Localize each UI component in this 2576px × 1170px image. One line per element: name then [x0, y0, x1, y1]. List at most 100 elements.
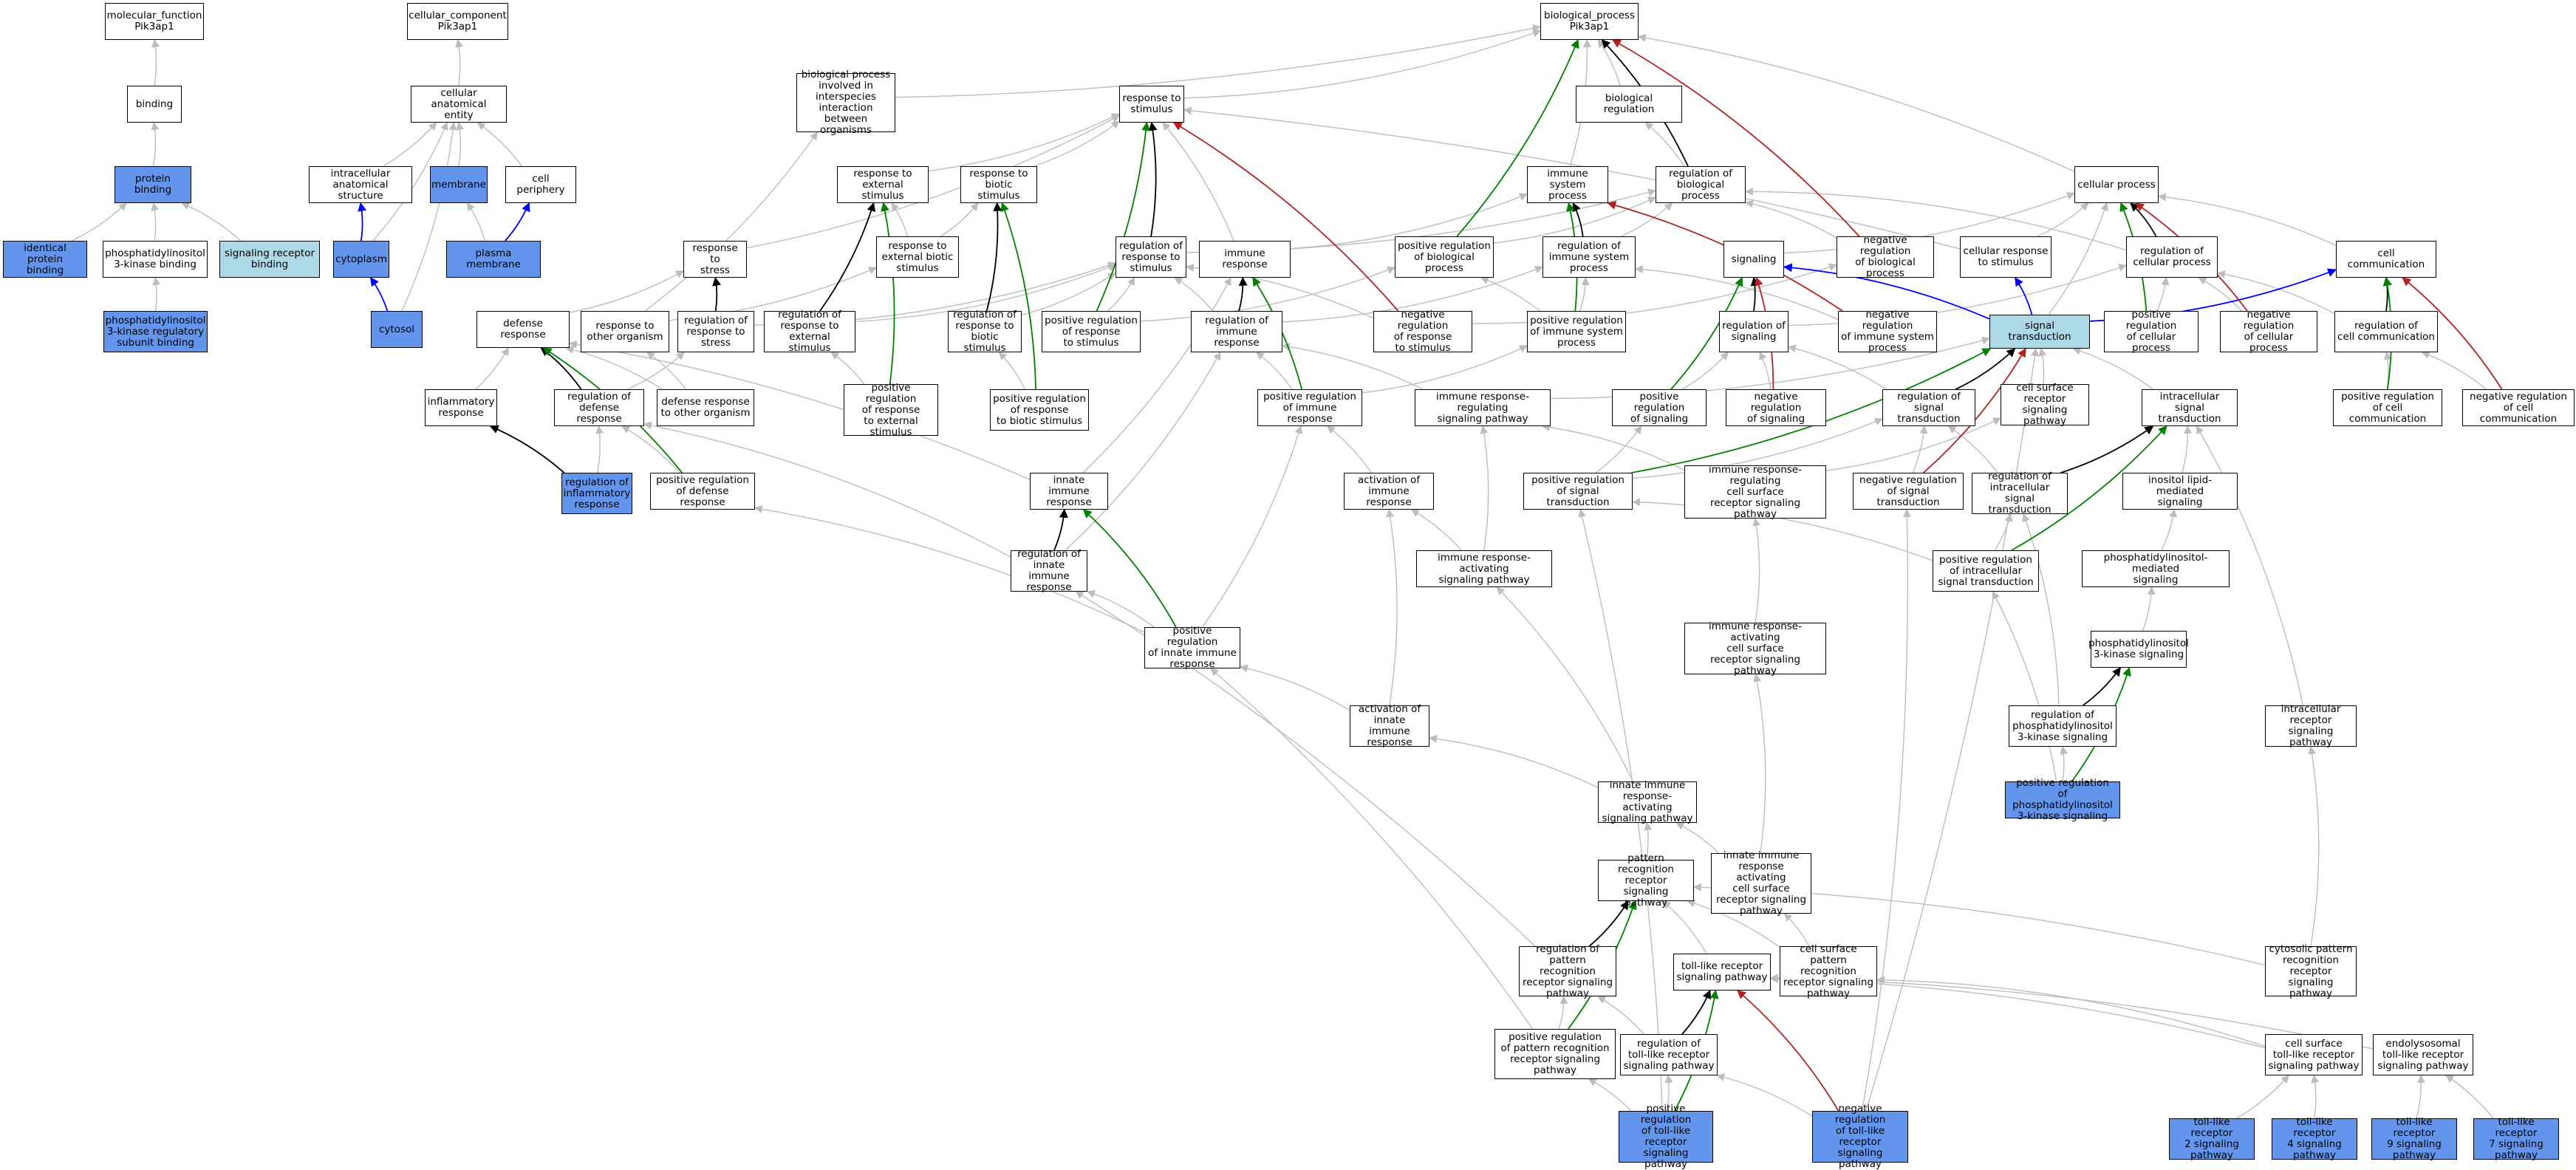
go-term-negative-regulation-of-cell-communication[interactable]: negative regulation of cell communicatio… [2462, 389, 2575, 426]
go-term-regulation-of-immune-system-process[interactable]: regulation of immune system process [1542, 236, 1636, 278]
go-term-positive-regulation-of-tlr-signaling[interactable]: positive regulation of toll-like recepto… [1619, 1104, 1713, 1170]
go-term-tlr7-signaling[interactable]: toll-like receptor 7 signaling pathway [2473, 1117, 2559, 1161]
go-term-response-to-other-organism[interactable]: response to other organism [581, 311, 669, 352]
go-term-cell-surface-prr-signaling[interactable]: cell surface pattern recognition recepto… [1780, 943, 1877, 999]
go-term-defense-response-to-other-organism[interactable]: defense response to other organism [657, 389, 754, 426]
go-term-negative-regulation-of-signaling[interactable]: negative regulation of signaling [1726, 389, 1826, 426]
go-term-immune-system-process[interactable]: immune system process [1527, 166, 1608, 203]
go-term-positive-regulation-of-cell-communication[interactable]: positive regulation of cell communicatio… [2333, 389, 2442, 426]
go-term-regulation-of-cellular-process[interactable]: regulation of cellular process [2126, 236, 2218, 278]
go-term-negative-regulation-of-tlr-signaling[interactable]: negative regulation of toll-like recepto… [1812, 1104, 1908, 1170]
go-term-cellular-anatomical-entity[interactable]: cellular anatomical entity [411, 86, 507, 123]
go-term-response-to-stimulus[interactable]: response to stimulus [1119, 86, 1184, 123]
go-term-innate-immune-response[interactable]: innate immune response [1030, 473, 1108, 510]
go-term-regulation-of-pi3k-signaling[interactable]: regulation of phosphatidylinositol 3-kin… [2009, 705, 2117, 747]
go-term-response-to-external-biotic[interactable]: response to external biotic stimulus [876, 236, 959, 278]
go-term-negative-regulation-of-cellular-process[interactable]: negative regulation of cellular process [2220, 309, 2317, 354]
go-term-intracellular-signal-transduction[interactable]: intracellular signal transduction [2142, 389, 2238, 426]
go-term-plasma-membrane[interactable]: plasma membrane [446, 241, 541, 278]
go-term-bp-root[interactable]: biological_process Pik3ap1 [1540, 3, 1639, 40]
go-term-regulation-of-innate-immune-response[interactable]: regulation of innate immune response [1011, 549, 1087, 593]
go-term-cytoplasm[interactable]: cytoplasm [333, 241, 389, 278]
go-term-immune-response-activating-signaling-pathway[interactable]: immune response-activating signaling pat… [1416, 550, 1552, 587]
go-term-tlr4-signaling[interactable]: toll-like receptor 4 signaling pathway [2272, 1117, 2357, 1161]
go-term-activation-of-innate-immune-response[interactable]: activation of innate immune response [1350, 704, 1429, 748]
go-term-immune-response-activating-cell-surface[interactable]: immune response-activating cell surface … [1684, 620, 1826, 676]
go-term-negative-regulation-of-response-to-stimulus[interactable]: negative regulation of response to stimu… [1373, 309, 1472, 354]
go-term-inflammatory-response[interactable]: inflammatory response [425, 389, 497, 426]
go-term-cell-communication[interactable]: cell communication [2336, 241, 2436, 278]
go-term-pi3k-signaling[interactable]: phosphatidylinositol 3-kinase signaling [2088, 631, 2189, 668]
go-term-innate-immune-response-activating-signaling[interactable]: innate immune response-activating signal… [1598, 780, 1697, 824]
go-term-cellular-process[interactable]: cellular process [2074, 166, 2159, 203]
go-term-regulation-of-response-to-biotic-stimulus[interactable]: regulation of response to biotic stimulu… [948, 309, 1022, 354]
go-term-positive-regulation-of-pi3k-signaling[interactable]: positive regulation of phosphatidylinosi… [2005, 778, 2120, 822]
go-term-positive-regulation-of-intracellular-signal-transduction[interactable]: positive regulation of intracellular sig… [1933, 550, 2039, 592]
go-term-intracellular-structure[interactable]: intracellular anatomical structure [309, 166, 412, 203]
go-term-identical-protein-binding[interactable]: identical protein binding [3, 241, 87, 278]
go-term-binding[interactable]: binding [127, 86, 182, 123]
go-term-positive-regulation-of-signal-transduction[interactable]: positive regulation of signal transducti… [1523, 473, 1633, 510]
go-term-membrane[interactable]: membrane [430, 166, 488, 203]
go-term-positive-regulation-of-response-to-external-stimulus[interactable]: positive regulation of response to exter… [844, 382, 938, 437]
go-term-positive-regulation-of-prr-signaling[interactable]: positive regulation of pattern recogniti… [1494, 1029, 1616, 1079]
go-term-immune-response[interactable]: immune response [1199, 241, 1291, 278]
go-term-cytosolic-prr-signaling[interactable]: cytosolic pattern recognition receptor s… [2265, 943, 2357, 999]
go-term-cell-surface-receptor-signaling-pathway[interactable]: cell surface receptor signaling pathway [2001, 383, 2089, 427]
go-term-regulation-of-prr-signaling[interactable]: regulation of pattern recognition recept… [1519, 943, 1616, 999]
go-term-regulation-of-intracellular-signal-transduction[interactable]: regulation of intracellular signal trans… [1972, 471, 2068, 516]
go-term-positive-regulation-of-cellular-process[interactable]: positive regulation of cellular process [2104, 309, 2199, 354]
go-term-regulation-of-response-to-external-stimulus[interactable]: regulation of response to external stimu… [764, 309, 855, 354]
go-term-positive-regulation-of-innate-immune-response[interactable]: positive regulation of innate immune res… [1144, 626, 1240, 670]
go-term-response-to-biotic-stimulus[interactable]: response to biotic stimulus [960, 166, 1037, 203]
go-term-regulation-of-immune-response[interactable]: regulation of immune response [1191, 311, 1282, 352]
go-term-regulation-of-biological-process[interactable]: regulation of biological process [1656, 166, 1746, 203]
go-term-tlr9-signaling[interactable]: toll-like receptor 9 signaling pathway [2371, 1117, 2457, 1161]
go-term-regulation-of-signaling[interactable]: regulation of signaling [1719, 311, 1788, 352]
go-term-signal-transduction[interactable]: signal transduction [1989, 315, 2090, 349]
go-term-regulation-of-response-to-stimulus[interactable]: regulation of response to stimulus [1116, 236, 1186, 278]
go-term-response-to-external-stimulus[interactable]: response to external stimulus [837, 166, 929, 203]
go-term-regulation-of-response-to-stress[interactable]: regulation of response to stress [677, 311, 754, 352]
go-term-toll-like-receptor-signaling-pathway[interactable]: toll-like receptor signaling pathway [1673, 954, 1771, 991]
go-term-innate-immune-response-activating-cell-surface[interactable]: innate immune response activating cell s… [1711, 850, 1811, 917]
go-term-endolysosomal-tlr-signaling[interactable]: endolysosomal toll-like receptor signali… [2373, 1034, 2473, 1075]
go-term-bp-interspecies[interactable]: biological process involved in interspec… [796, 69, 895, 136]
go-term-pi3k-reg-subunit-binding[interactable]: phosphatidylinositol 3-kinase regulatory… [103, 311, 208, 352]
go-term-defense-response[interactable]: defense response [476, 311, 570, 348]
go-term-negative-regulation-of-signal-transduction[interactable]: negative regulation of signal transducti… [1853, 473, 1964, 510]
go-term-activation-of-immune-response[interactable]: activation of immune response [1344, 473, 1434, 510]
go-term-cell-periphery[interactable]: cell periphery [505, 166, 576, 203]
go-term-positive-regulation-of-biological-process[interactable]: positive regulation of biological proces… [1395, 236, 1494, 278]
go-term-regulation-of-cell-communication[interactable]: regulation of cell communication [2334, 311, 2438, 352]
go-term-pi3k-binding[interactable]: phosphatidylinositol 3-kinase binding [103, 241, 208, 278]
go-term-intracellular-receptor-signaling-pathway[interactable]: intracellular receptor signaling pathway [2265, 704, 2357, 748]
go-term-negative-regulation-of-immune-system-process[interactable]: negative regulation of immune system pro… [1838, 309, 1937, 354]
go-term-regulation-of-tlr-signaling[interactable]: regulation of toll-like receptor signali… [1620, 1034, 1718, 1075]
go-term-regulation-of-inflammatory-response[interactable]: regulation of inflammatory response [561, 473, 632, 514]
go-term-phosphatidylinositol-mediated-signaling[interactable]: phosphatidylinositol-mediated signaling [2082, 550, 2230, 587]
go-term-positive-regulation-of-signaling[interactable]: positive regulation of signaling [1612, 389, 1706, 426]
go-term-signaling[interactable]: signaling [1723, 241, 1784, 278]
go-term-mf-root[interactable]: molecular_function Pik3ap1 [105, 3, 204, 40]
go-term-protein-binding[interactable]: protein binding [115, 166, 191, 203]
go-term-positive-regulation-of-defense-response[interactable]: positive regulation of defense response [650, 473, 755, 510]
go-term-cellular-response-to-stimulus[interactable]: cellular response to stimulus [1960, 236, 2051, 278]
go-term-pattern-recognition-receptor-signaling-pathway[interactable]: pattern recognition receptor signaling p… [1598, 852, 1694, 908]
go-term-regulation-of-signal-transduction[interactable]: regulation of signal transduction [1882, 389, 1975, 426]
go-term-positive-regulation-of-immune-system-process[interactable]: positive regulation of immune system pro… [1527, 311, 1626, 352]
go-term-cytosol[interactable]: cytosol [371, 311, 423, 348]
go-term-biological-regulation[interactable]: biological regulation [1576, 86, 1682, 123]
go-term-positive-regulation-of-immune-response[interactable]: positive regulation of immune response [1257, 389, 1362, 426]
go-term-immune-response-regulating-cell-surface[interactable]: immune response-regulating cell surface … [1684, 464, 1826, 519]
go-term-immune-response-regulating-signaling-pathway[interactable]: immune response-regulating signaling pat… [1415, 389, 1551, 426]
go-term-cell-surface-tlr-signaling[interactable]: cell surface toll-like receptor signalin… [2265, 1034, 2363, 1075]
go-term-tlr2-signaling[interactable]: toll-like receptor 2 signaling pathway [2169, 1117, 2255, 1161]
go-term-signaling-receptor-binding[interactable]: signaling receptor binding [219, 241, 320, 278]
go-term-inositol-lipid-mediated-signaling[interactable]: inositol lipid-mediated signaling [2122, 473, 2238, 510]
go-term-cc-root[interactable]: cellular_component Pik3ap1 [407, 3, 508, 40]
go-term-positive-regulation-of-response-to-stimulus[interactable]: positive regulation of response to stimu… [1042, 311, 1141, 352]
go-term-positive-regulation-of-response-to-biotic-stimulus[interactable]: positive regulation of response to bioti… [990, 389, 1089, 431]
go-term-regulation-of-defense-response[interactable]: regulation of defense response [554, 389, 644, 426]
go-term-negative-regulation-of-biological-process[interactable]: negative regulation of biological proces… [1837, 235, 1934, 279]
